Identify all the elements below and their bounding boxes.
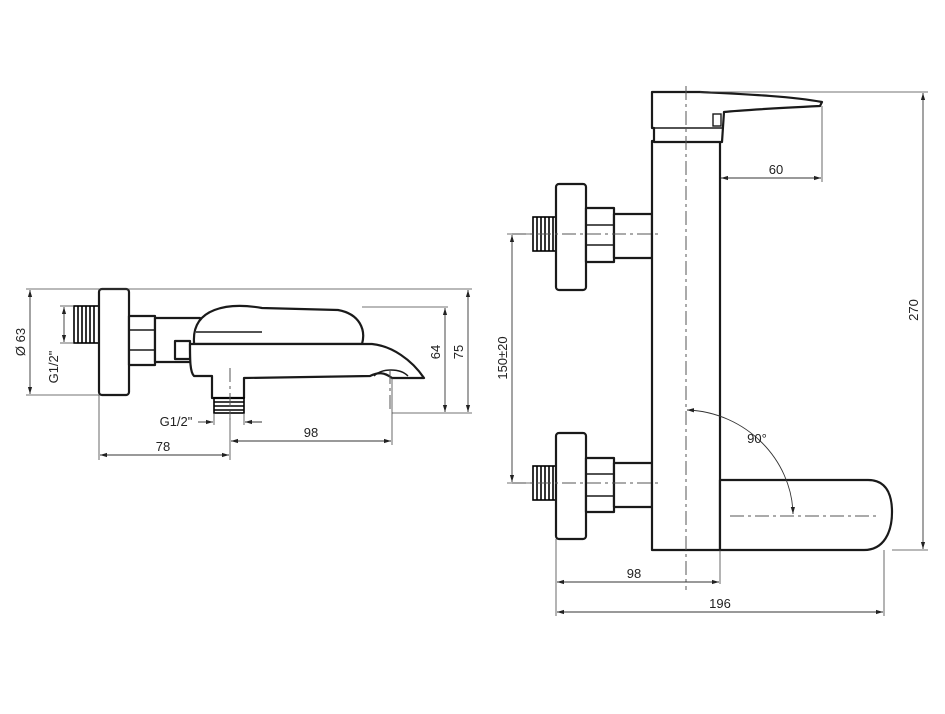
front-lower-arm — [612, 461, 654, 509]
side-knob — [173, 339, 192, 361]
front-lower-nut — [584, 456, 616, 514]
side-view: Ø 63 G1/2" 64 75 G1/2" 98 78 — [13, 287, 472, 460]
side-extension-lines — [26, 288, 472, 460]
side-dimension-lines — [27, 290, 471, 458]
dim-spacing-150: 150±20 — [495, 336, 510, 379]
side-lever-handle — [192, 304, 365, 346]
front-spout — [718, 478, 894, 552]
dim-height-75: 75 — [451, 345, 466, 359]
dim-height-64: 64 — [428, 345, 443, 359]
front-upper-arm — [612, 212, 654, 260]
side-spout-body — [188, 342, 426, 400]
front-lever-button — [712, 113, 722, 127]
front-dimension-lines — [509, 93, 926, 615]
front-lower-flange — [554, 431, 588, 541]
dim-thread-bottom: G1/2" — [160, 414, 193, 429]
dim-thread-left: G1/2" — [46, 350, 61, 383]
front-extension-lines — [507, 91, 928, 616]
dim-diameter-63: Ø 63 — [13, 328, 28, 356]
dim-depth-98: 98 — [627, 566, 641, 581]
front-lever-handle — [650, 90, 824, 144]
dim-spout-60: 60 — [769, 162, 783, 177]
side-inlet-thread-lines — [77, 306, 95, 343]
side-wall-flange — [97, 287, 131, 397]
dim-length-78: 78 — [156, 439, 170, 454]
side-hex-nut — [127, 314, 157, 367]
dim-height-270: 270 — [906, 299, 921, 321]
dim-angle-90: 90° — [747, 431, 767, 446]
front-upper-flange — [554, 182, 588, 292]
front-view: 60 270 150±20 90° 98 196 — [495, 86, 928, 616]
front-upper-nut — [584, 206, 616, 264]
dim-width-196: 196 — [709, 596, 731, 611]
dim-length-98: 98 — [304, 425, 318, 440]
